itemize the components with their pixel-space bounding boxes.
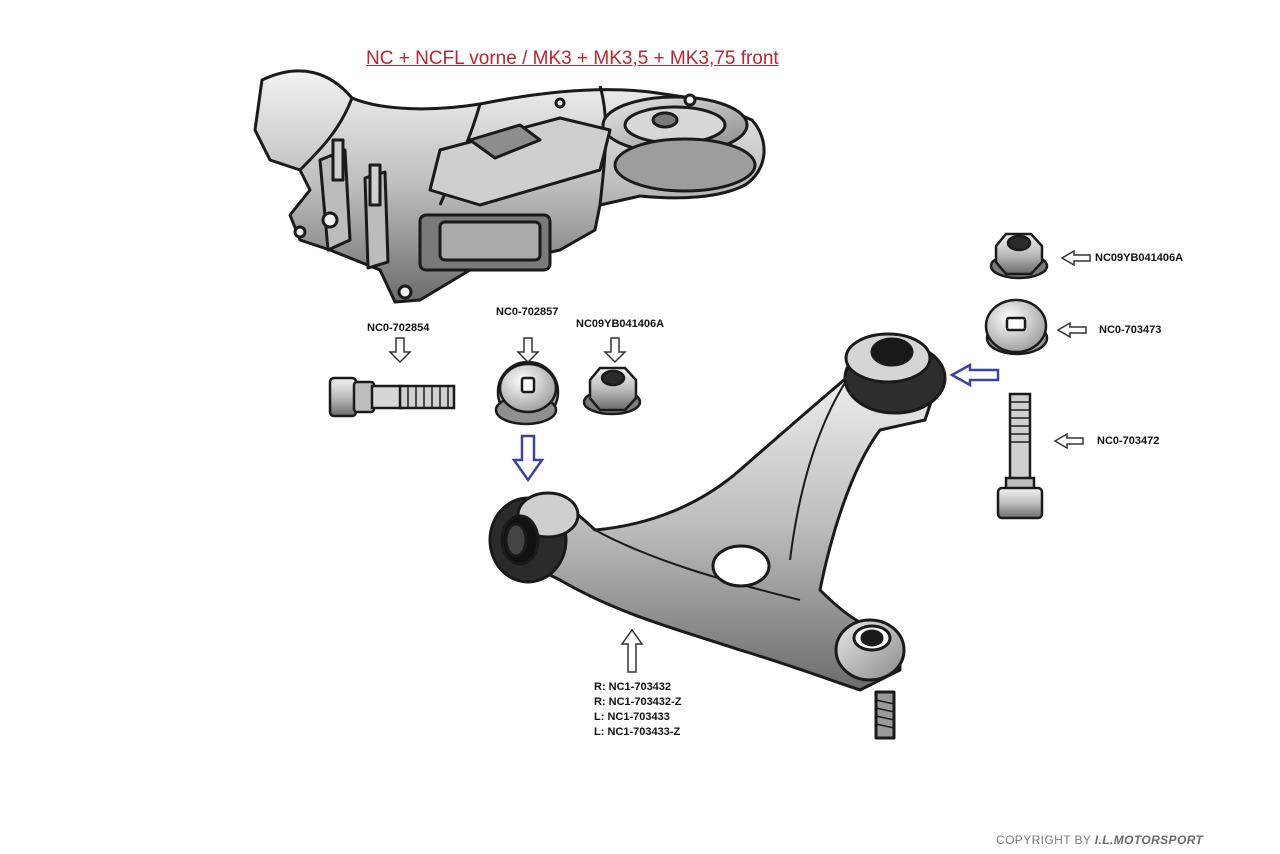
nut-right-icon [989,232,1049,280]
arrow-down-nut-icon [603,337,627,364]
part-number: R: NC1-703432 [594,681,672,693]
callout-arrows [388,249,1091,673]
bolt-left-icon [328,376,456,418]
control-arm-drawing [488,332,947,740]
bolt-right-icon [996,392,1044,520]
arrow-down-bolt-icon [388,337,412,364]
part-number: L: NC1-703433 [594,711,670,723]
part-number: L: NC1-703433-Z [594,726,681,738]
label-washer-left: NC0-702857 [496,306,559,318]
subframe-drawing [253,69,766,304]
nut-left-icon [582,366,642,416]
label-nut-left: NC09YB041406A [576,318,665,330]
washer-left-icon [494,360,560,426]
copyright-brand: I.L.MOTORSPORT [1094,833,1204,847]
label-bolt-right: NC0-703472 [1097,435,1160,447]
washer-right-icon [984,298,1049,356]
copyright-notice: COPYRIGHT BY I.L.MOTORSPORT [996,833,1203,847]
arrow-left-bolt-icon [1053,432,1084,450]
blue-arrow-left-icon [949,362,1000,388]
arrow-up-arm-icon [620,628,644,673]
arrow-down-washer-icon [516,337,540,364]
arrow-left-nut-icon [1060,249,1091,267]
copyright-prefix: COPYRIGHT BY [996,833,1095,847]
label-washer-right: NC0-703473 [1099,324,1162,336]
diagram-title: NC + NCFL vorne / MK3 + MK3,5 + MK3,75 f… [366,48,779,69]
arrow-left-washer-icon [1056,321,1087,339]
highlight-arrows [511,362,1000,483]
label-nut-right: NC09YB041406A [1095,252,1184,264]
part-number: R: NC1-703432-Z [594,696,682,708]
label-bolt-left: NC0-702854 [367,322,430,334]
control-arm-part-list: R: NC1-703432 R: NC1-703432-Z L: NC1-703… [594,680,681,740]
blue-arrow-down-icon [511,434,545,483]
